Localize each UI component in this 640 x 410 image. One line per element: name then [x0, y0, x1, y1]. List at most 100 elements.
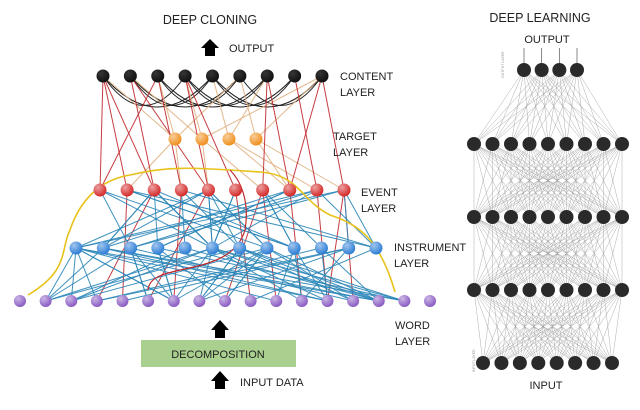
instrument-word-link — [103, 247, 328, 302]
deep-learning-edge — [510, 69, 578, 145]
instrument-word-link — [71, 247, 186, 302]
instrument-event-link — [153, 189, 159, 249]
deep-learning-edges — [473, 48, 623, 364]
deep-learning-edge — [473, 216, 512, 291]
instrument-word-link — [224, 247, 268, 302]
deep-learning-edge — [473, 216, 604, 291]
target-event-link — [174, 138, 182, 191]
target-link — [184, 75, 203, 140]
instrument-word-link — [173, 247, 213, 302]
event-content-link — [184, 75, 237, 191]
deep-learning-edge — [473, 289, 484, 364]
instrument-word-link — [212, 247, 303, 302]
instrument-word-link — [45, 247, 77, 302]
hidden-2-layer-node — [578, 210, 592, 224]
input-data-label: INPUT DATA — [240, 377, 304, 389]
word-layer-node — [39, 295, 52, 307]
instrument-layer-node — [287, 241, 301, 255]
deep-learning-edge — [584, 216, 623, 291]
hidden-2-layer-node — [522, 210, 537, 224]
deep-learning-edge — [473, 216, 567, 291]
deep-learning-edge — [501, 289, 623, 364]
deep-learning-edge — [603, 216, 623, 291]
deep-learning-edge — [529, 143, 623, 218]
event-content-link — [184, 75, 209, 191]
target-event-link — [201, 138, 209, 191]
input-layer-node — [476, 356, 490, 370]
instrument-word-link — [250, 247, 377, 302]
deep-learning-output-label: OUTPUT — [524, 34, 570, 46]
deep-learning-edge — [593, 289, 623, 364]
deep-learning-edge — [523, 69, 623, 145]
input-arrow-icon — [211, 371, 229, 389]
input-layer-node — [568, 356, 583, 370]
word-layer-node — [398, 295, 411, 307]
instrument-word-link — [130, 247, 175, 302]
instrument-word-link — [70, 247, 77, 302]
content-layer-node — [96, 69, 110, 83]
event-layer-node — [201, 183, 215, 197]
hidden-1-layer-node — [615, 137, 629, 151]
instrument-word-link — [45, 247, 104, 302]
hidden-3-layer-node — [578, 283, 592, 297]
target-link — [255, 75, 323, 140]
event-layer-node — [93, 183, 107, 197]
content-layer-node — [206, 69, 219, 83]
instrument-word-link — [275, 247, 295, 302]
instrument-word-link — [212, 247, 405, 302]
deep-learning-edge — [556, 289, 623, 364]
event-layer-node — [283, 183, 297, 197]
instrument-word-link — [157, 247, 175, 302]
deep-learning-edge — [538, 289, 623, 364]
skip-link — [27, 167, 396, 296]
deep-learning-edge — [510, 143, 623, 218]
deep-learning-edge — [473, 143, 530, 218]
event-layer-label: EVENT — [361, 187, 398, 199]
hidden-2-layer-node — [559, 210, 574, 224]
instrument-word-link — [96, 247, 322, 302]
content-arc — [184, 75, 295, 108]
instrument-word-link — [173, 247, 268, 302]
target-layer-node — [222, 132, 236, 146]
input-layer-node — [586, 356, 601, 370]
instrument-word-link — [75, 247, 379, 302]
instrument-word-link — [75, 247, 277, 302]
instrument-word-link — [71, 247, 268, 302]
deep-learning-edge — [473, 216, 493, 291]
word-layer-node — [270, 295, 283, 307]
instrument-event-link — [102, 189, 155, 249]
deep-learning-edge — [492, 143, 623, 218]
content-layer-label-2: LAYER — [340, 87, 375, 99]
hidden-3-layer-node — [541, 283, 555, 297]
instrument-event-link — [103, 189, 290, 249]
instrument-event-link — [126, 189, 295, 249]
output-layer-node — [552, 63, 567, 77]
input-layer-node — [512, 356, 527, 370]
deep-learning-edge — [559, 69, 604, 145]
deep-learning-nodes — [467, 63, 629, 370]
target-link — [130, 75, 203, 140]
content-layer-node — [233, 69, 247, 83]
instrument-event-link — [208, 189, 268, 249]
content-arc — [102, 75, 213, 108]
deep-learning-edge — [482, 289, 604, 364]
hidden-3-layer-node — [504, 283, 518, 297]
event-layer-node — [147, 183, 161, 197]
deep-learning-edge — [603, 143, 623, 218]
target-link — [239, 75, 257, 140]
deep-learning-edge — [482, 289, 512, 364]
event-content-link — [99, 75, 104, 191]
event-curve-link — [147, 169, 247, 291]
deep-learning-edge — [482, 289, 493, 364]
input-layer-node — [494, 356, 509, 370]
deep-cloning-diagram: DEEP CLONING OUTPUT CONTENT LAYER TARGET… — [14, 13, 466, 389]
event-layer-node — [229, 183, 243, 197]
instrument-word-link — [96, 247, 349, 302]
instrument-word-link — [71, 247, 213, 302]
deep-learning-edge — [492, 216, 623, 291]
event-layer-node — [310, 183, 324, 197]
word-layer-node — [167, 295, 180, 307]
deep-learning-edge — [482, 289, 530, 364]
instrument-layer-node — [260, 241, 274, 255]
instrument-event-link — [153, 189, 213, 249]
